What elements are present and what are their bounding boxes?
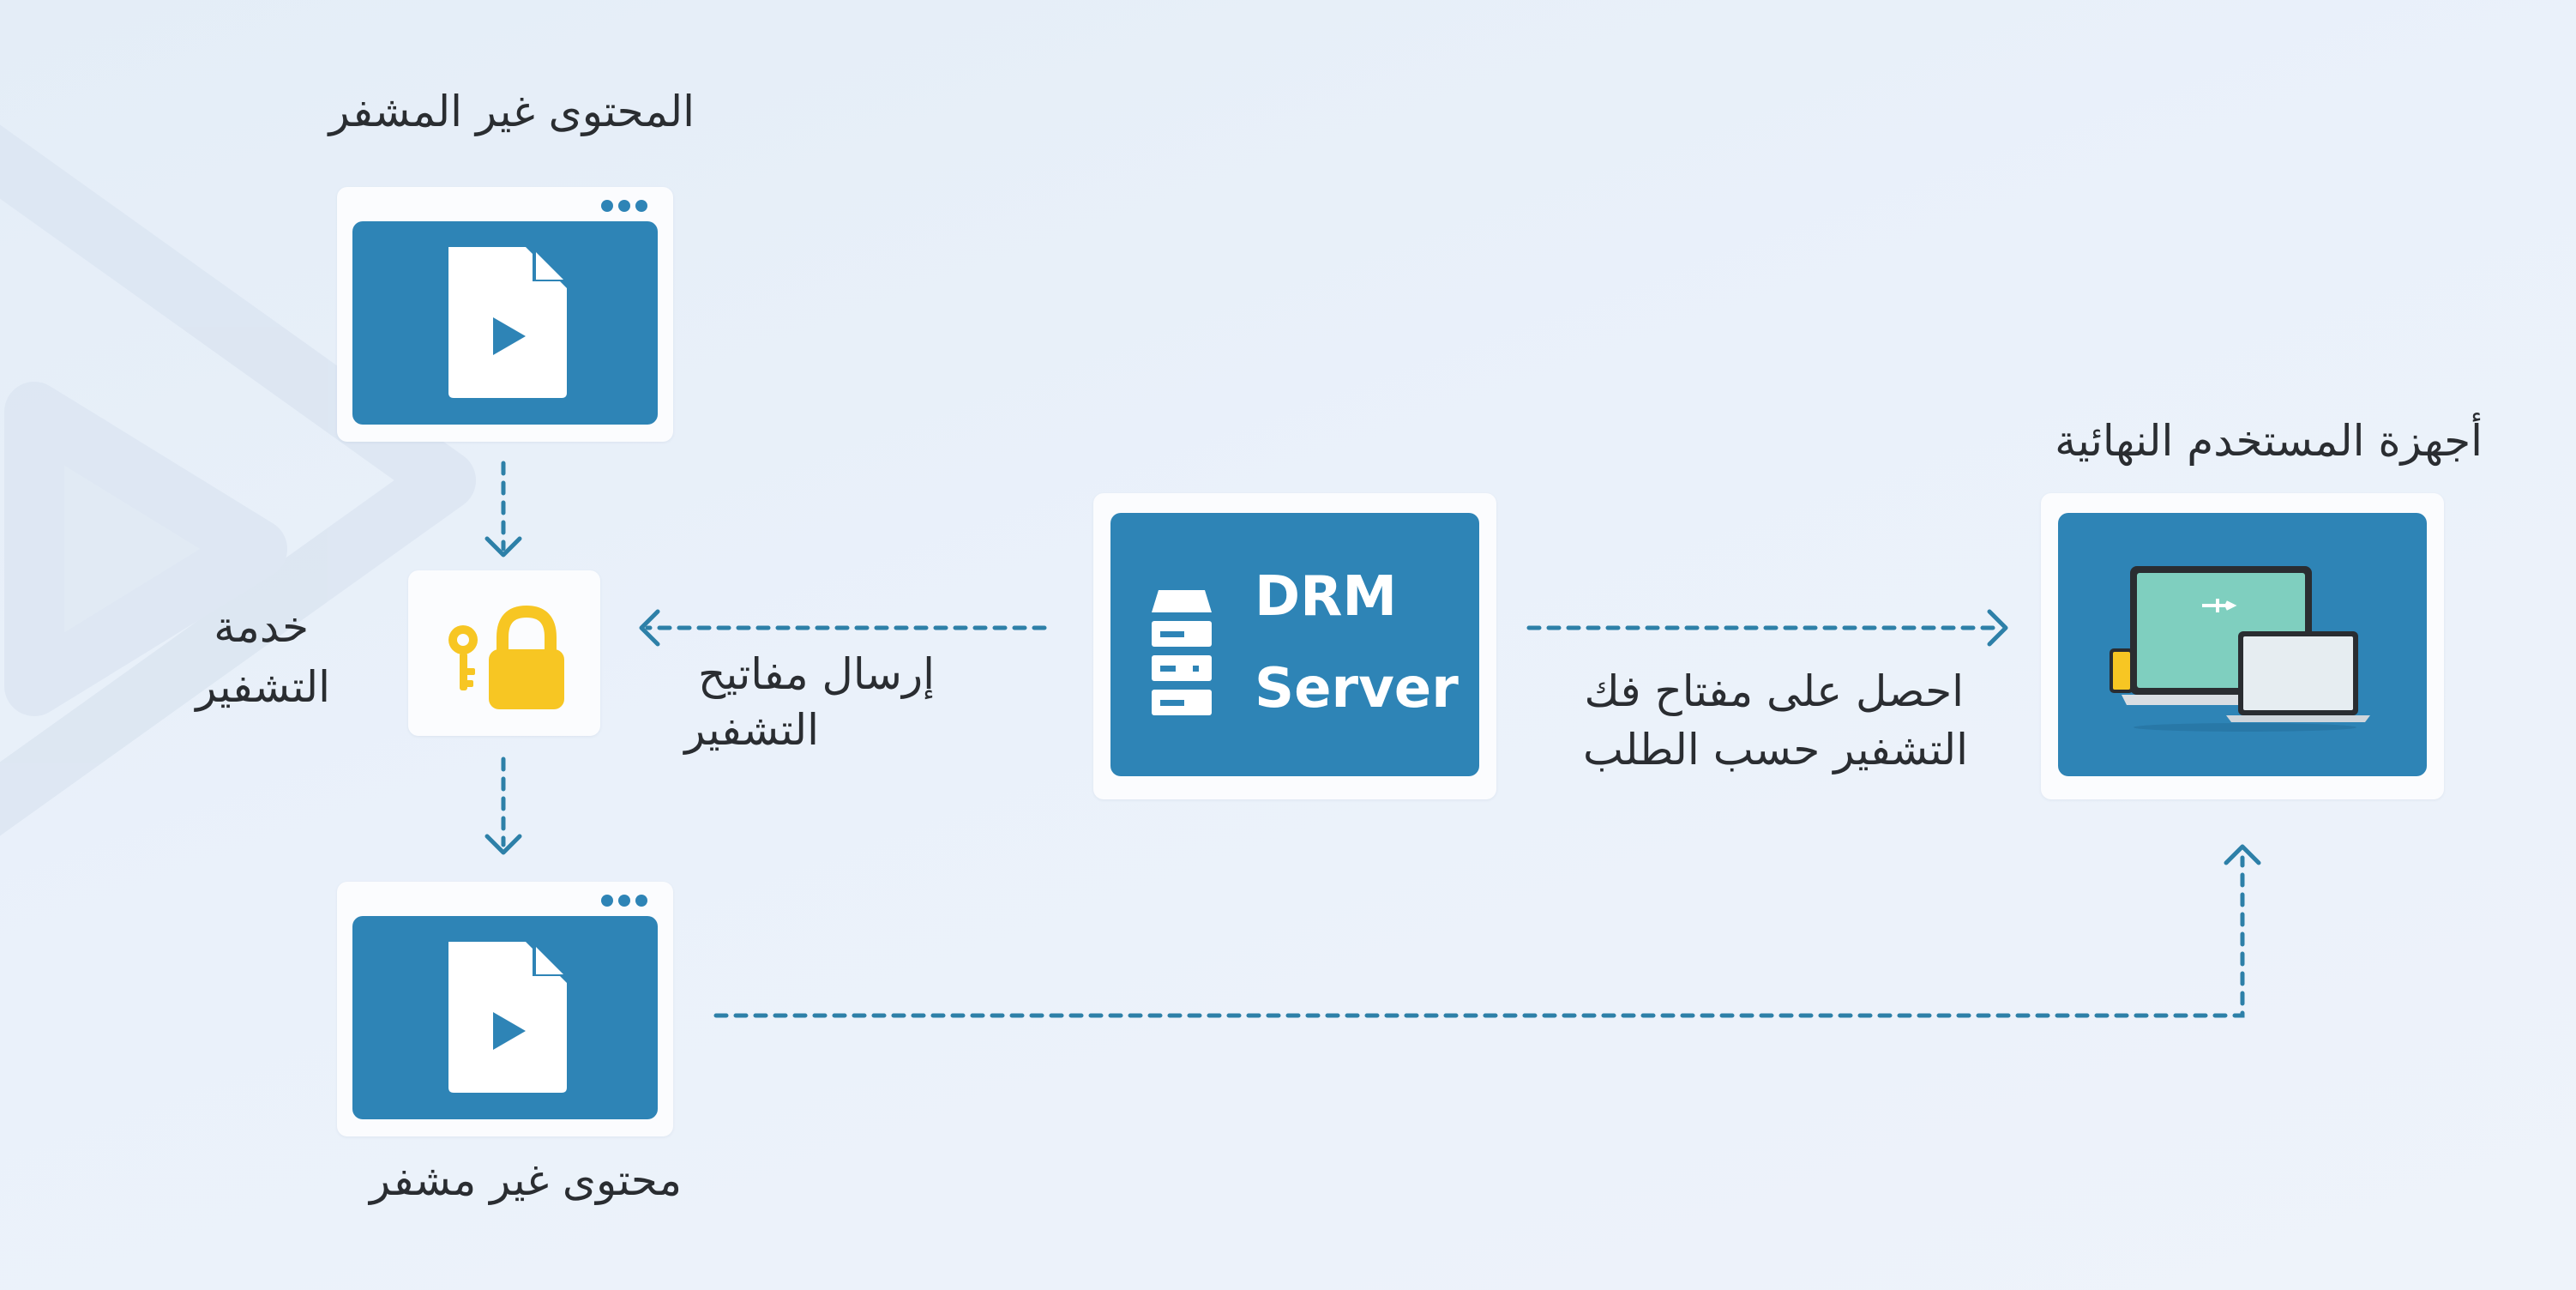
end-devices-label: أجهزة المستخدم النهائية	[2055, 416, 2483, 466]
drm-server-title-line2: Server	[1255, 657, 1459, 720]
arrowhead-up	[2224, 844, 2261, 865]
send-keys-label-line1: إرسال مفاتيح	[698, 649, 935, 699]
window-dots-icon	[601, 895, 647, 907]
encryption-service-label-line1: خدمة	[214, 602, 309, 652]
source-content-window	[337, 187, 673, 442]
get-key-label-line1: احصل على مفتاح فك	[1584, 666, 1964, 716]
window-dots-icon	[601, 200, 647, 212]
output-content-label: محتوى غير مشفر	[370, 1155, 682, 1205]
encryption-service-label-line2: التشفير	[196, 662, 330, 712]
arrowhead-down-1	[485, 536, 522, 558]
arrowhead-right	[1987, 609, 2008, 647]
arrowhead-down-2	[485, 834, 522, 855]
video-file-icon	[448, 942, 567, 1093]
arrowhead-left	[639, 609, 660, 647]
arrow-output-to-devices	[713, 855, 2245, 1018]
output-content-window	[337, 882, 673, 1136]
source-content-label: المحتوى غير المشفر	[328, 87, 695, 136]
drm-server-box: DRM Server	[1093, 493, 1496, 799]
end-devices-box	[2041, 493, 2444, 799]
drm-server-title-line1: DRM	[1255, 565, 1398, 629]
laptop-tablet-phone-icon	[2110, 566, 2370, 732]
video-file-icon	[448, 247, 567, 398]
send-keys-label-line2: التشفير	[684, 705, 819, 755]
key-lock-icon	[448, 605, 564, 709]
encryption-service-box	[408, 570, 600, 736]
server-rack-icon	[1152, 590, 1212, 715]
get-key-label-line2: التشفير حسب الطلب	[1583, 725, 1968, 775]
